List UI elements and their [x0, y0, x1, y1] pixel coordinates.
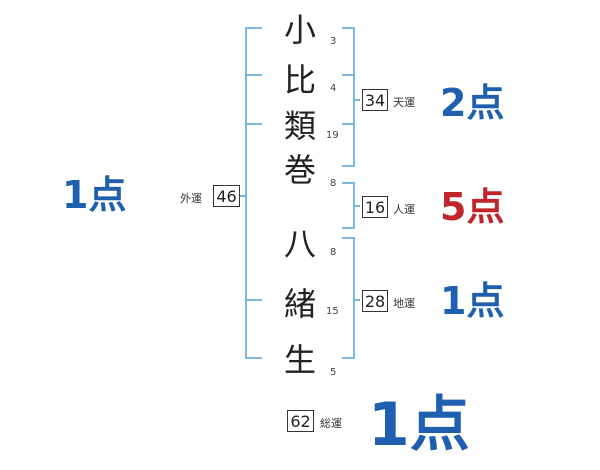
tenkaku-score: 2点 [440, 81, 505, 125]
stroke-count-3: 19 [326, 130, 339, 141]
outer-bracket-left [245, 27, 262, 359]
tenkaku-value-box: 34 [362, 89, 388, 111]
chikaku-score: 1点 [440, 279, 505, 323]
chikaku-value-box: 28 [362, 290, 388, 312]
stroke-count-5: 8 [330, 247, 337, 258]
jinkaku-bracket [342, 182, 355, 229]
chikaku-bracket [342, 237, 355, 359]
name-char-3: 類 [283, 107, 316, 145]
stroke-count-2: 4 [330, 83, 337, 94]
chikaku-label: 地運 [393, 297, 415, 310]
jinkaku-score: 5点 [440, 185, 505, 229]
jinkaku-value-box: 16 [362, 196, 388, 218]
name-char-7: 生 [283, 341, 316, 379]
soukaku-label: 総運 [320, 417, 342, 430]
jinkaku-label: 人運 [393, 203, 415, 216]
stroke-count-7: 5 [330, 367, 337, 378]
soukaku-score: 1点 [368, 390, 470, 460]
tenkaku-label: 天運 [393, 96, 415, 109]
name-char-5: 八 [283, 225, 316, 263]
name-char-2: 比 [283, 61, 316, 99]
gaikaku-label: 外運 [180, 192, 202, 205]
tenkaku-bracket [342, 27, 355, 167]
stroke-count-4: 8 [330, 178, 337, 189]
stroke-count-1: 3 [330, 36, 337, 47]
gaikaku-score: 1点 [62, 173, 127, 217]
gaikaku-value-box: 46 [213, 185, 240, 207]
soukaku-value-box: 62 [287, 410, 314, 432]
name-char-6: 緒 [283, 285, 316, 323]
name-char-4: 巻 [283, 151, 316, 189]
stroke-count-6: 15 [326, 306, 339, 317]
name-char-1: 小 [283, 11, 316, 49]
